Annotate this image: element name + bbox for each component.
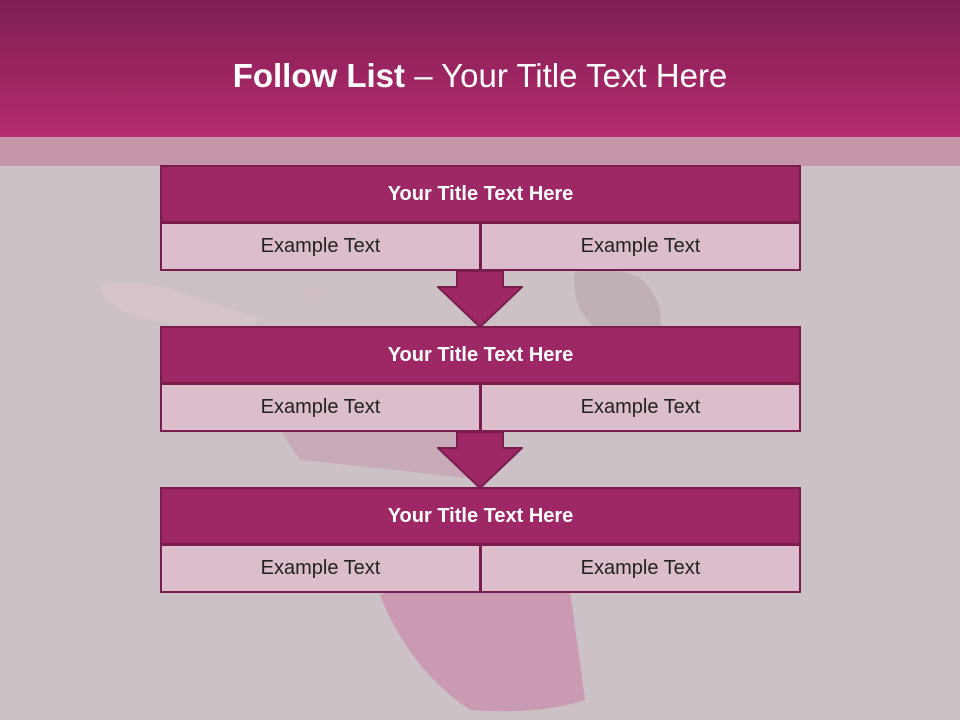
follow-box-right-cell: Example Text	[480, 544, 801, 593]
header-bar: Follow List – Your Title Text Here	[0, 0, 960, 137]
follow-box-title: Your Title Text Here	[160, 165, 801, 223]
follow-box-left-cell: Example Text	[160, 383, 481, 432]
down-arrow-icon	[437, 270, 523, 328]
page-title-bold: Follow List	[232, 57, 406, 94]
follow-box-left-cell: Example Text	[160, 222, 481, 271]
follow-box-right-cell: Example Text	[480, 383, 801, 432]
follow-box-3: Your Title Text Here Example Text Exampl…	[160, 487, 801, 593]
page-title: Follow List – Your Title Text Here	[0, 56, 960, 96]
follow-box-left-cell: Example Text	[160, 544, 481, 593]
follow-box-2: Your Title Text Here Example Text Exampl…	[160, 326, 801, 432]
down-arrow-icon	[437, 431, 523, 489]
page-title-rest: Your Title Text Here	[441, 57, 728, 94]
follow-box-1: Your Title Text Here Example Text Exampl…	[160, 165, 801, 271]
header-accent-band	[0, 137, 960, 166]
follow-box-title: Your Title Text Here	[160, 487, 801, 545]
follow-box-right-cell: Example Text	[480, 222, 801, 271]
follow-box-title: Your Title Text Here	[160, 326, 801, 384]
page-title-dash: –	[405, 57, 442, 94]
